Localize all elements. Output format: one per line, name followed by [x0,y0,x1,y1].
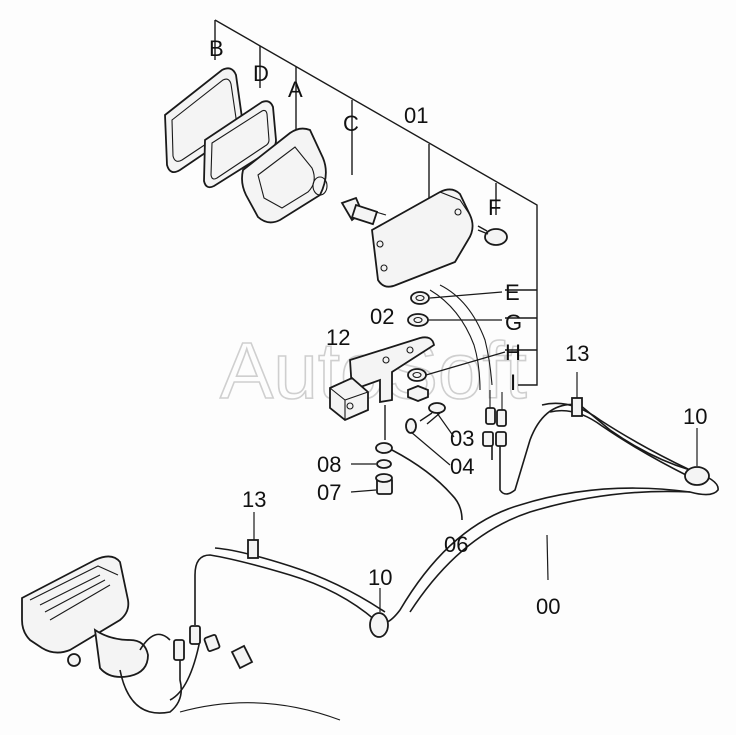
lamp-body-01 [371,188,493,391]
lens-a [241,127,328,224]
washer-04 [405,418,417,434]
label-h: H [505,340,521,365]
washer-08 [375,442,393,469]
label-01: 01 [404,103,428,128]
label-d: D [253,61,269,86]
bulb-c [340,196,387,226]
harness-00 [194,402,719,625]
label-02: 02 [370,304,394,329]
wire-06 [391,449,463,521]
label-13-upper: 13 [565,341,589,366]
screw-f [477,225,508,246]
label-06: 06 [444,532,468,557]
nut-h [407,368,427,382]
connector-upper [482,390,691,495]
block-12 [329,376,369,422]
nut-i [407,385,429,402]
label-f: F [488,195,501,220]
label-13-lower: 13 [242,487,266,512]
label-00: 00 [536,594,560,619]
assembly-bracket-lines [214,19,538,386]
label-04: 04 [450,454,474,479]
label-10-lower: 10 [368,565,392,590]
label-e: E [505,280,520,305]
label-b: B [209,36,224,61]
screw-07 [375,473,393,495]
label-a: A [288,77,303,102]
bolt-03 [419,402,446,425]
label-03: 03 [450,426,474,451]
clamp-10-lower [369,588,389,638]
label-10-right: 10 [683,404,707,429]
work-lamp-lower [21,555,341,721]
label-i: I [510,370,516,395]
label-c: C [343,111,359,136]
label-g: G [505,310,522,335]
clamp-10-right [684,428,710,486]
label-08: 08 [317,452,341,477]
clip-13-upper [571,372,583,417]
label-12: 12 [326,325,350,350]
clip-13-lower [247,512,259,559]
lock-washer-e [410,291,430,305]
bracket-02 [349,336,436,404]
washer-g [407,313,429,327]
label-07: 07 [317,480,341,505]
